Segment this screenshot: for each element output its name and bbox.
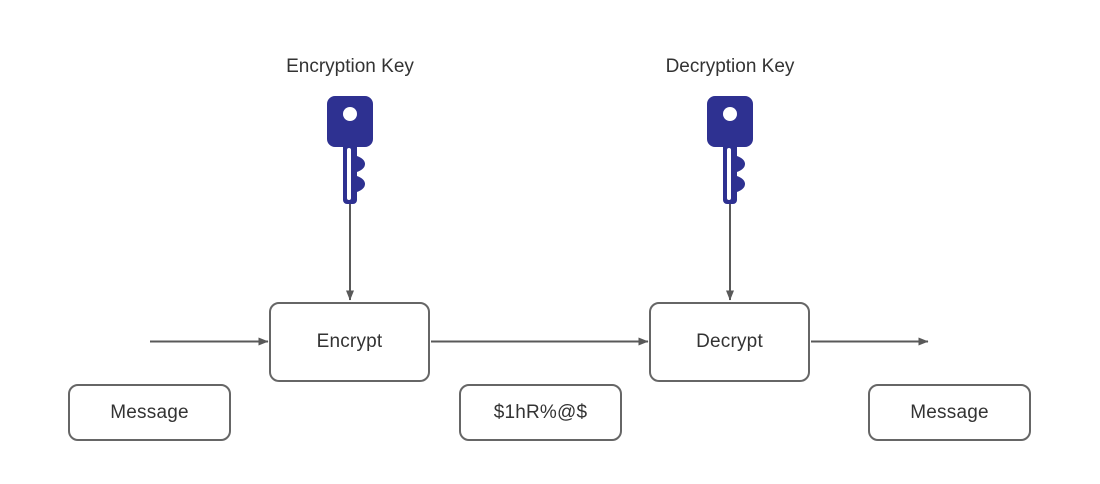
decryption-key-label: Decryption Key [665,56,795,77]
encrypt-box[interactable]: Encrypt [269,302,430,382]
encryption-key-icon [327,96,373,204]
plaintext-input-box[interactable]: Message [68,384,231,441]
decryption-key-icon [707,96,753,204]
ciphertext-box[interactable]: $1hR%@$ [459,384,622,441]
decrypt-box[interactable]: Decrypt [649,302,810,382]
encryption-key-label: Encryption Key [286,56,414,77]
plaintext-output-box[interactable]: Message [868,384,1031,441]
